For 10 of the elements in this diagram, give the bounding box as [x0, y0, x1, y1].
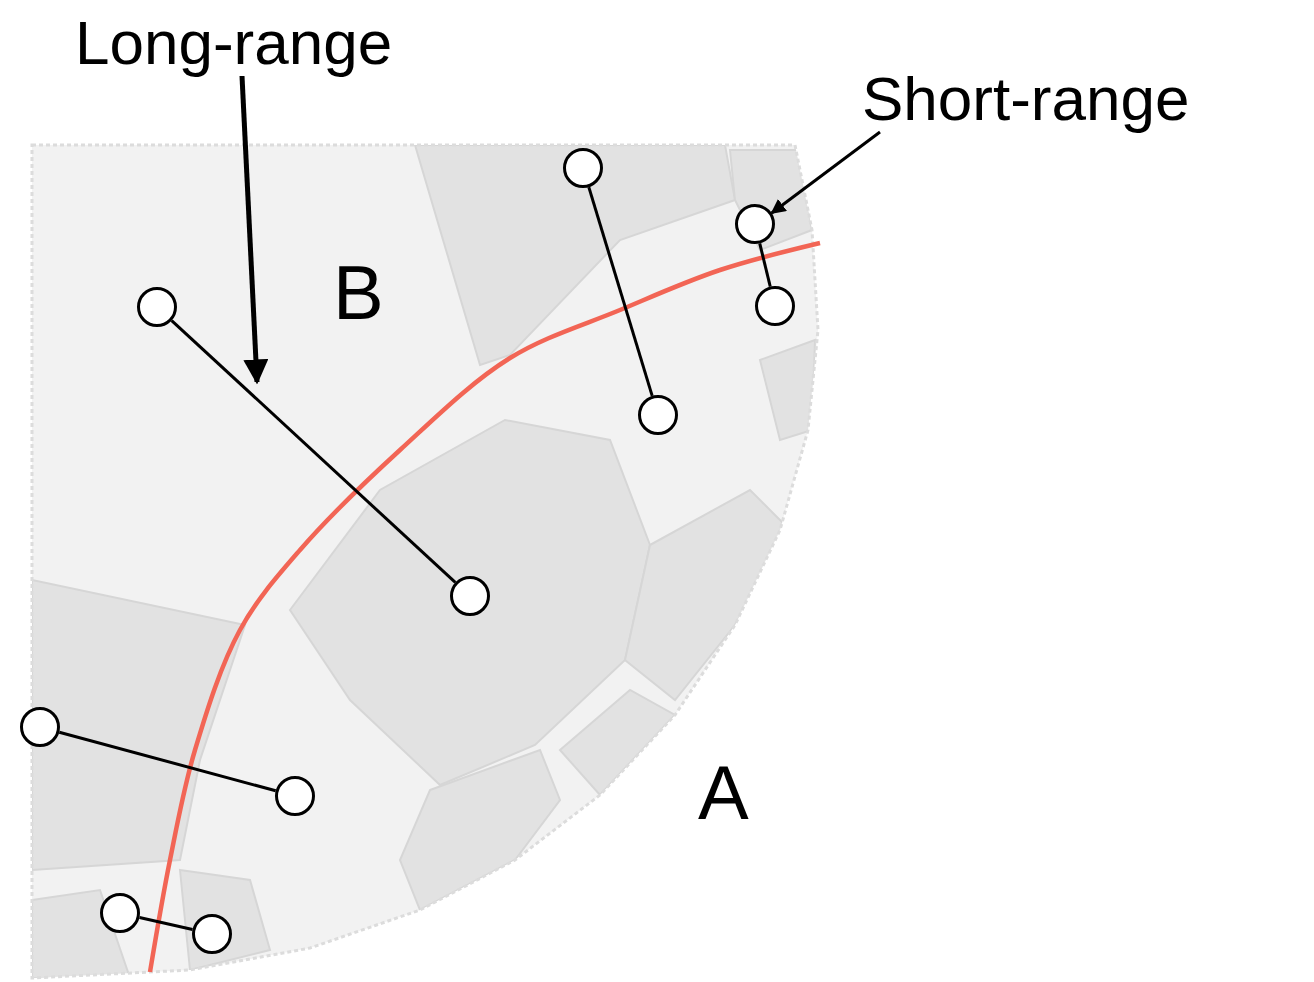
- connector-line: [58, 730, 277, 793]
- node-circle: [20, 707, 60, 747]
- connector-line: [770, 130, 881, 215]
- connector-line: [758, 243, 772, 287]
- region-label: A: [698, 755, 749, 831]
- connector-line: [587, 186, 654, 397]
- region-label: B: [333, 255, 384, 331]
- connector-line: [139, 916, 193, 931]
- connector-line: [170, 319, 457, 584]
- leader-arrow: [239, 75, 269, 385]
